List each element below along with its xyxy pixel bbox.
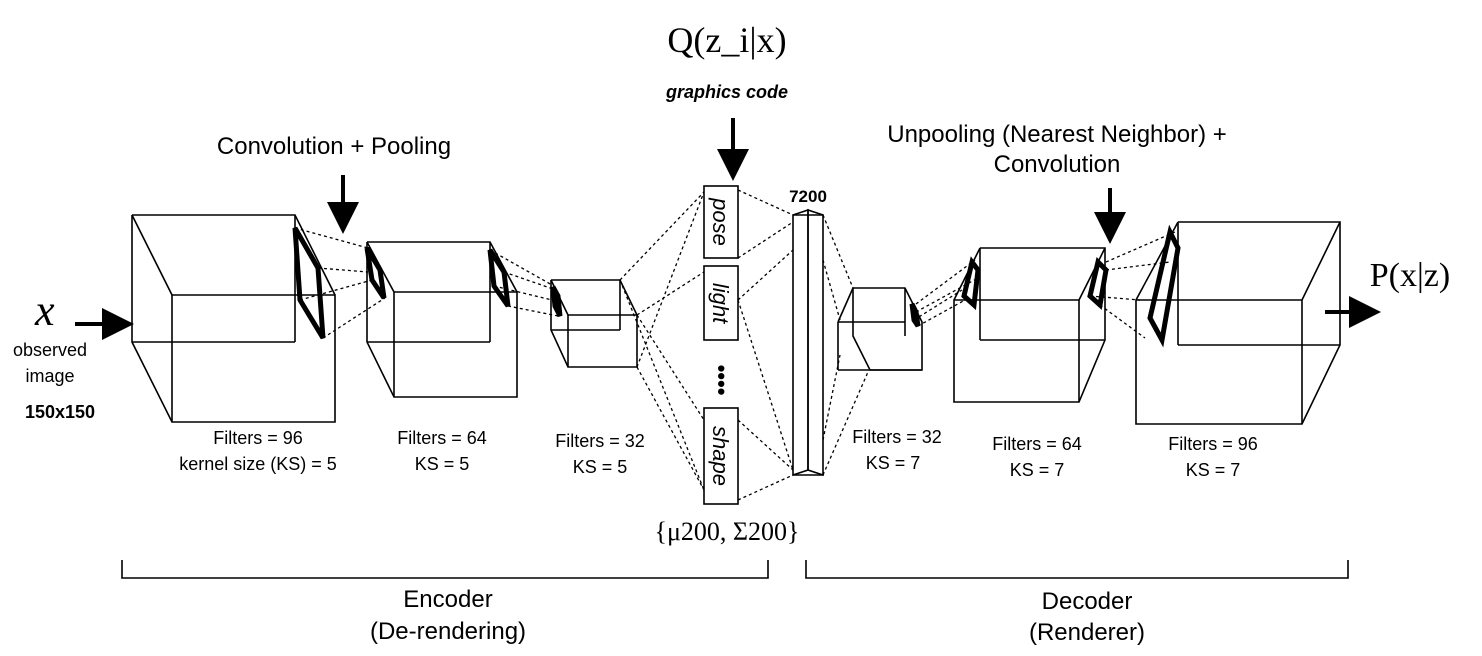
code-unit-pose: pose <box>703 185 739 259</box>
code-unit-light-label: light <box>708 283 733 324</box>
decoder-layer-1-ks: KS = 7 <box>866 453 921 473</box>
fc-size-label: 7200 <box>789 187 827 206</box>
encoder-connections-2 <box>489 249 559 317</box>
decoder-layer-1-filters: Filters = 32 <box>852 427 942 447</box>
decoder-kernel-3 <box>1147 224 1181 348</box>
unpool-label-line2: Convolution <box>994 151 1121 178</box>
conv-pool-label: Convolution + Pooling <box>217 133 451 160</box>
decoder-bracket-label-line1: Decoder <box>1042 588 1133 615</box>
encoder-layer-2-ks: KS = 5 <box>415 454 470 474</box>
input-size: 150x150 <box>25 402 95 422</box>
encoder-layer-2-filters: Filters = 64 <box>397 428 487 448</box>
decoder-layer-2-filters: Filters = 64 <box>992 434 1082 454</box>
encoder-layer-3-filters: Filters = 32 <box>555 431 645 451</box>
encoder-to-code-connections <box>619 191 705 491</box>
decoder-bracket <box>805 560 1349 579</box>
code-unit-pose-label: pose <box>708 197 733 246</box>
decoder-layer-2-ks: KS = 7 <box>1010 460 1065 480</box>
decoder-kernel-1 <box>909 302 921 328</box>
decoder-kernel-2a <box>961 256 981 311</box>
fc-to-decoder-connections <box>822 214 869 476</box>
encoder-kernel-3 <box>550 285 563 318</box>
code-to-fc-connections <box>737 189 794 501</box>
decoder-layer-3-cube <box>1135 221 1341 425</box>
decoder-layer-1-cube <box>837 287 923 371</box>
encoder-layer-3-cube <box>550 279 638 368</box>
encoder-connections-1 <box>294 227 386 339</box>
encoder-bracket <box>121 560 769 579</box>
code-unit-ellipsis: •••• <box>709 365 734 396</box>
decoder-layer-3-ks: KS = 7 <box>1186 460 1241 480</box>
input-caption-line1: observed <box>13 340 87 360</box>
decoder-layer-3-filters: Filters = 96 <box>1168 434 1258 454</box>
encoder-layer-3-ks: KS = 5 <box>573 457 628 477</box>
code-unit-shape-label: shape <box>708 426 733 486</box>
decoder-layer-2-cube <box>953 247 1109 403</box>
encoder-layer-1-cube <box>131 214 336 423</box>
encoder-bracket-label-line1: Encoder <box>403 586 492 613</box>
code-unit-light: light <box>703 265 739 341</box>
unpool-label-line1: Unpooling (Nearest Neighbor) + <box>887 121 1227 148</box>
code-unit-shape: shape <box>703 407 739 505</box>
decoder-bracket-label-line2: (Renderer) <box>1029 619 1145 646</box>
encoder-kernel-2a <box>364 246 387 300</box>
encoder-layer-1-ks: kernel size (KS) = 5 <box>179 454 337 474</box>
encoder-layer-1-filters: Filters = 96 <box>213 428 303 448</box>
input-symbol: x <box>34 286 55 335</box>
decoder-kernel-2b <box>1087 257 1109 310</box>
output-label: P(x|z) <box>1370 257 1450 294</box>
graphics-code-label: graphics code <box>665 82 788 102</box>
decoder-connections-1 <box>913 259 979 327</box>
decoder-connections-2 <box>1089 231 1176 339</box>
fc-layer <box>792 208 824 477</box>
encoder-bracket-label-line2: (De-rendering) <box>370 618 526 645</box>
input-caption-line2: image <box>25 366 74 386</box>
encoder-layer-2-cube <box>364 241 518 398</box>
q-label: Q(z_i|x) <box>667 20 786 60</box>
latent-params: {μ200, Σ200} <box>654 517 799 546</box>
